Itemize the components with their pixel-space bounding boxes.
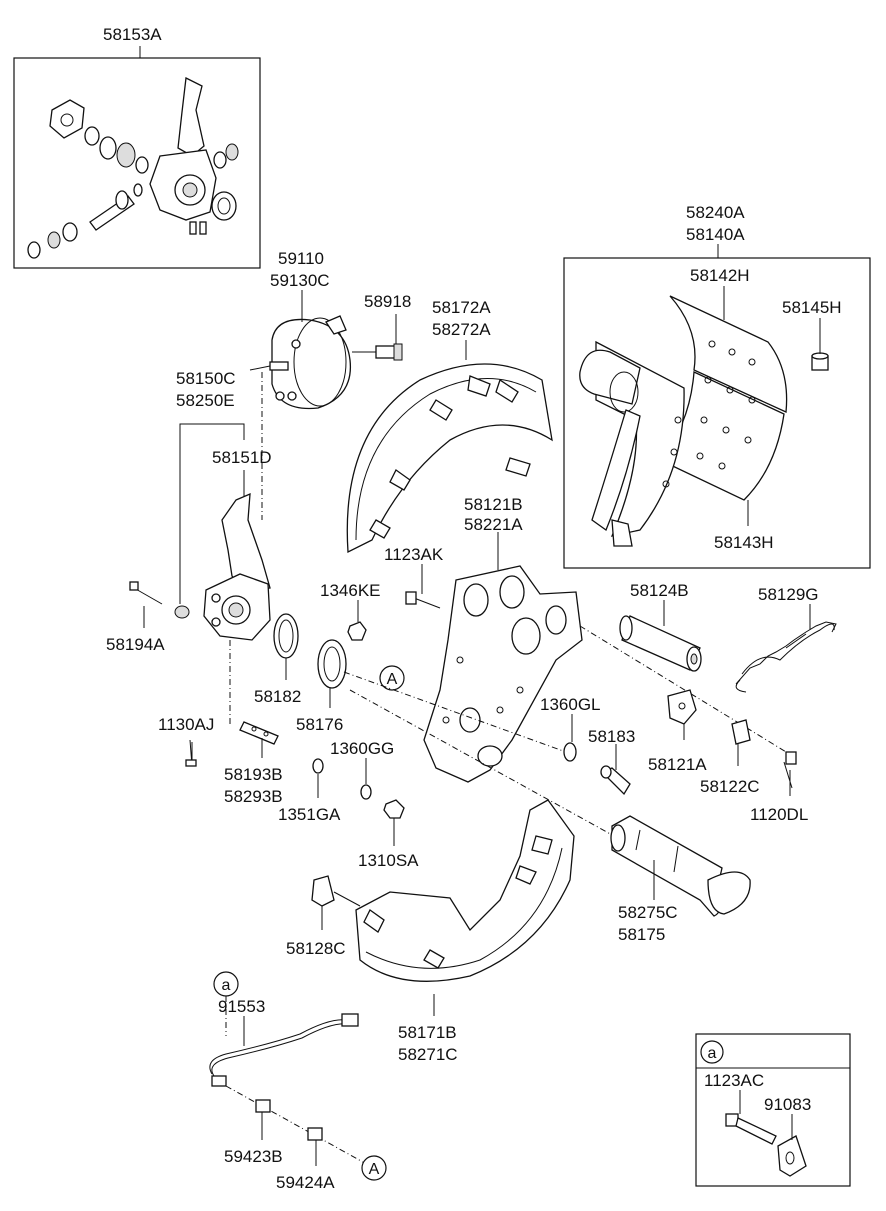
bolt-1120DL — [783, 751, 797, 789]
label-58142H: 58142H — [690, 266, 750, 285]
nut-1346KE — [347, 621, 367, 641]
ref-A-lower — [361, 1155, 387, 1181]
clip-58122C — [731, 719, 751, 745]
label-58175: 58175 — [618, 925, 665, 944]
label-58250E: 58250E — [176, 391, 235, 410]
washer-1351GA — [312, 758, 324, 774]
label-1310SA: 1310SA — [358, 851, 419, 870]
pin-58145H — [811, 352, 829, 371]
label-1360GL: 1360GL — [540, 695, 601, 714]
label-58128C: 58128C — [286, 939, 346, 958]
label-58271C: 58271C — [398, 1045, 458, 1064]
bracket-91083 — [777, 1135, 807, 1177]
bracket-58121A — [667, 689, 697, 725]
brake-spider — [423, 565, 583, 783]
connector-59424A — [307, 1127, 323, 1141]
sensor-cable-91553 — [209, 1013, 359, 1087]
seal-58176 — [317, 639, 347, 689]
label-1123AK: 1123AK — [384, 545, 444, 564]
label-58193B: 58193B — [224, 765, 283, 784]
label-58182: 58182 — [254, 687, 301, 706]
brake-chamber — [249, 315, 352, 410]
label-1123AC: 1123AC — [704, 1071, 764, 1090]
kit-58153A-group — [13, 46, 261, 269]
roller-58124B — [619, 615, 702, 672]
bolt-1123AK — [405, 591, 441, 609]
label-58183: 58183 — [588, 727, 635, 746]
ref-A-upper — [379, 665, 405, 691]
label-91083: 91083 — [764, 1095, 811, 1114]
camshaft-58275C — [610, 815, 751, 917]
ref-a-inset-text: a — [708, 1045, 717, 1062]
label-59110: 59110 — [278, 249, 324, 268]
label-58121A: 58121A — [648, 755, 707, 774]
washer-1360GG — [360, 784, 372, 800]
ref-A-upper-text: A — [387, 671, 398, 688]
label-58150C: 58150C — [176, 369, 236, 388]
label-58172A: 58172A — [432, 298, 491, 317]
label-58124B: 58124B — [630, 581, 689, 600]
bolt-1123AC — [725, 1113, 777, 1145]
label-59424A: 59424A — [276, 1173, 335, 1192]
label-58275C: 58275C — [618, 903, 678, 922]
label-1120DL: 1120DL — [750, 805, 808, 824]
label-58121B: 58121B — [464, 495, 523, 514]
label-58151D: 58151D — [212, 448, 272, 467]
label-58153A: 58153A — [103, 25, 162, 44]
label-58143H: 58143H — [714, 533, 774, 552]
label-58221A: 58221A — [464, 515, 523, 534]
label-91553: 91553 — [218, 997, 265, 1016]
ref-a-inset — [700, 1040, 724, 1064]
label-58140A: 58140A — [686, 225, 745, 244]
label-59130C: 59130C — [270, 271, 330, 290]
ref-a-cable-text: a — [222, 977, 231, 994]
label-1351GA: 1351GA — [278, 805, 341, 824]
plate-58193B — [239, 721, 279, 745]
label-1346KE: 1346KE — [320, 581, 381, 600]
label-58240A: 58240A — [686, 203, 745, 222]
brake-shoe-box — [563, 257, 871, 569]
label-58122C: 58122C — [700, 777, 760, 796]
bolt-58183 — [600, 765, 631, 796]
label-58918: 58918 — [364, 292, 411, 311]
washer-1360GL — [563, 742, 577, 762]
gasket-plate — [49, 99, 85, 139]
inset-a-box — [695, 1033, 851, 1187]
label-58171B: 58171B — [398, 1023, 457, 1042]
label-58145H: 58145H — [782, 298, 842, 317]
ref-A-lower-text: A — [369, 1161, 380, 1178]
label-58129G: 58129G — [758, 585, 819, 604]
label-58272A: 58272A — [432, 320, 491, 339]
clip-58128C — [311, 875, 335, 907]
fitting-58918 — [352, 343, 403, 361]
label-1130AJ: 1130AJ — [158, 715, 214, 734]
spring-58129G — [735, 621, 837, 693]
label-1360GG: 1360GG — [330, 739, 394, 758]
pin-58194A — [129, 581, 190, 619]
bolt-1130AJ — [185, 739, 197, 767]
label-58176: 58176 — [296, 715, 343, 734]
dust-shield-upper — [346, 363, 553, 554]
connector-59423B — [255, 1099, 271, 1113]
label-58293B: 58293B — [224, 787, 283, 806]
kit-arm — [177, 77, 205, 157]
label-58194A: 58194A — [106, 635, 165, 654]
brake-shoe-kit-group — [563, 244, 871, 569]
snap-ring-58182 — [273, 613, 299, 659]
dust-shield-lower — [355, 799, 575, 982]
label-59423B: 59423B — [224, 1147, 283, 1166]
slack-adjuster — [203, 492, 271, 641]
inset-a-group: a — [695, 1033, 851, 1187]
kit-58153A-box — [13, 57, 261, 269]
nut-1310SA — [383, 799, 405, 819]
